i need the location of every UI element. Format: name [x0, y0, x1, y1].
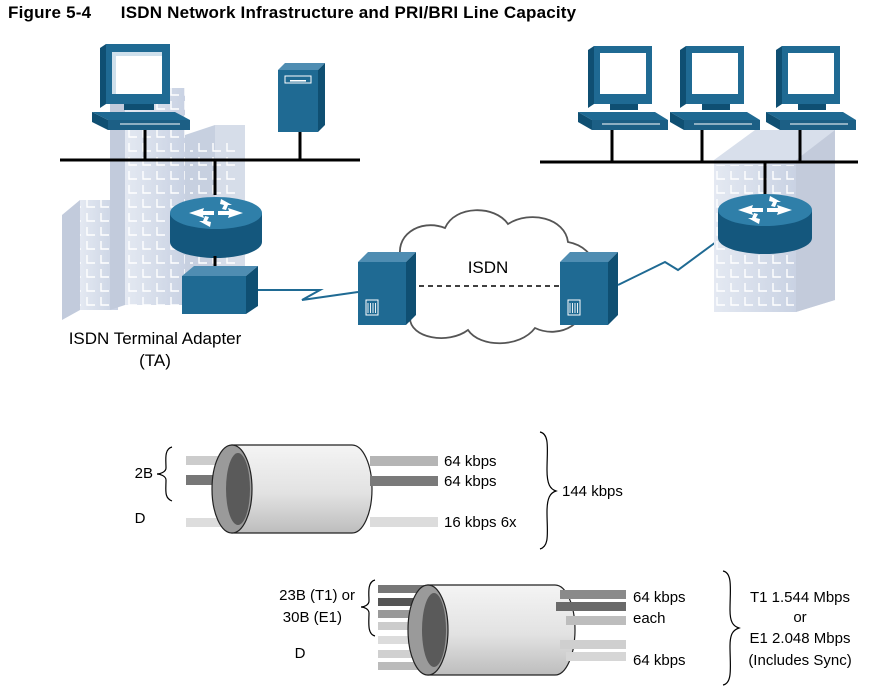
- isdn-cloud: ISDN: [387, 209, 596, 345]
- bri-b1-wire: [186, 456, 236, 465]
- serial-link-left: [258, 289, 359, 301]
- terminal-adapter-label: ISDN Terminal Adapter: [69, 329, 242, 348]
- bri-cable-body: [231, 444, 373, 534]
- bri-2b-label: 2B: [135, 465, 153, 482]
- serial-link-right: [617, 241, 717, 286]
- pri-b-group-label-line2: 30B (E1): [283, 609, 342, 626]
- isdn-switch-left-icon: [358, 252, 416, 325]
- router-icon: [718, 162, 812, 254]
- isdn-label: ISDN: [468, 258, 509, 277]
- pri-d-rate: 64 kbps: [633, 652, 686, 669]
- pri-total-e1: E1 2.048 Mbps: [750, 630, 851, 647]
- bri-total: 144 kbps: [562, 483, 623, 500]
- bri-d-label: D: [135, 510, 146, 527]
- pri-b-group-brace: [360, 579, 376, 637]
- terminal-adapter-icon: [182, 256, 258, 314]
- bri-b1-rate: 64 kbps: [444, 453, 497, 470]
- pri-total-brace: [722, 570, 741, 686]
- figure-number: Figure 5-4: [8, 3, 92, 22]
- pri-total-or: or: [793, 609, 806, 626]
- bri-cable: 2B D 64 kbps 64 kbps 16 kbps 6x 144 kbps: [135, 431, 623, 550]
- pri-b-rate-line2: each: [633, 610, 666, 627]
- workstation-icon: [766, 46, 856, 162]
- workstation-icon: [670, 46, 760, 162]
- workstation-icon: [92, 44, 190, 160]
- bri-total-brace: [539, 431, 558, 550]
- router-icon: [170, 160, 262, 258]
- bri-d-rate: 16 kbps 6x: [444, 514, 517, 531]
- figure-caption: ISDN Network Infrastructure and PRI/BRI …: [120, 3, 577, 22]
- bri-b2-wire: [186, 475, 236, 485]
- left-site: ISDN Terminal Adapter (TA): [60, 44, 360, 370]
- pri-total-t1: T1 1.544 Mbps: [750, 589, 850, 606]
- pri-cable: 23B (T1) or 30B (E1) D 64 kbps each 64 k…: [279, 570, 852, 686]
- right-site: [540, 46, 858, 312]
- figure-title: Figure 5-4 ISDN Network Infrastructure a…: [8, 3, 576, 23]
- workstation-icon: [578, 46, 668, 162]
- bri-b2-rate: 64 kbps: [444, 473, 497, 490]
- bri-d-wire: [186, 518, 236, 527]
- pri-d-label: D: [295, 645, 306, 662]
- pri-b-rate-line1: 64 kbps: [633, 589, 686, 606]
- pri-total-sync-note: (Includes Sync): [748, 652, 851, 669]
- pri-cable-body: [427, 584, 576, 676]
- pri-b-group-label-line1: 23B (T1) or: [279, 587, 355, 604]
- server-icon: [278, 63, 325, 160]
- bri-2b-brace: [156, 446, 173, 502]
- terminal-adapter-abbrev: (TA): [139, 351, 171, 370]
- isdn-switch-right-icon: [560, 252, 618, 325]
